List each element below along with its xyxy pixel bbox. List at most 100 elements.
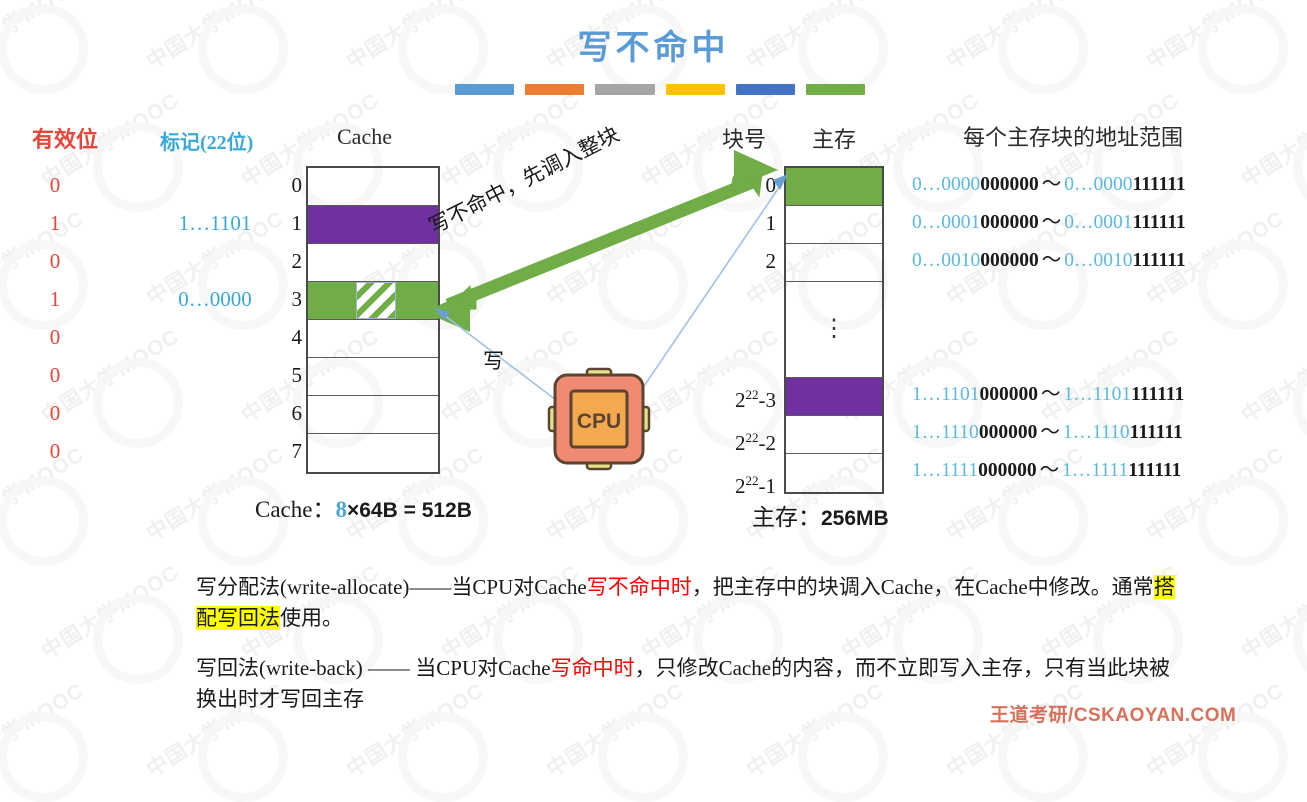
- memory-block-5: [786, 416, 882, 454]
- cache-block-5: [308, 358, 438, 396]
- watermark-ring: [198, 712, 288, 802]
- tag-value-0: [140, 166, 290, 204]
- cache-caption-label: Cache：: [255, 497, 336, 522]
- memory-block-3: ⋮: [786, 282, 882, 378]
- cache-block-0: [308, 168, 438, 206]
- header-cache: Cache: [337, 124, 392, 149]
- valid-bit-7: 0: [49, 439, 61, 463]
- memory-block-1: [786, 206, 882, 244]
- color-bar-segment-4: [665, 84, 725, 95]
- tag-value-6: [140, 394, 290, 432]
- tag-value-1: 1…1101: [178, 211, 252, 235]
- watermark-ring: [93, 594, 183, 684]
- memory-block-label-1: 1: [765, 211, 777, 235]
- cache-caption-rest: ×64B = 512B: [346, 499, 472, 522]
- cache-index-0: 0: [291, 173, 303, 197]
- memory-block-label-0: 0: [765, 173, 777, 197]
- address-range-1: 0…0001000000～0…0001111111: [912, 212, 1186, 233]
- label-write-miss-fetch-block: 写不命中，先调入整块: [425, 121, 624, 239]
- color-bar-segment-2: [525, 84, 585, 95]
- cache-block-2: [308, 244, 438, 282]
- cache-index-6: 6: [291, 401, 303, 425]
- tag-value-2: [140, 242, 290, 280]
- watermark-ring: [1293, 594, 1307, 684]
- label-write: 写: [483, 349, 504, 373]
- tag-value-3: 0…0000: [178, 287, 252, 311]
- main-memory-table: ⋮: [784, 166, 884, 494]
- tag-value-4: [140, 318, 290, 356]
- valid-bit-6: 0: [49, 401, 61, 425]
- paragraph-write-allocate: 写分配法(write-allocate)——当CPU对Cache写不命中时，把主…: [196, 572, 1186, 634]
- memory-caption-label: 主存：: [752, 505, 821, 530]
- cache-caption: Cache：8×64B = 512B: [255, 490, 472, 524]
- cache-index-5: 5: [291, 363, 303, 387]
- tag-column: 1…1101 0…0000: [140, 166, 290, 470]
- watermark-ring: [398, 712, 488, 802]
- color-bar-segment-6: [805, 84, 866, 95]
- cache-modified-word-marker: [356, 282, 396, 319]
- tag-value-5: [140, 356, 290, 394]
- p2-red: 写命中时: [550, 656, 635, 680]
- memory-block-label-6: 222-1: [735, 473, 776, 498]
- cache-index-1: 1: [291, 211, 303, 235]
- address-range-column: 0…0000000000～0…0000111111 0…0001000000～0……: [912, 166, 1302, 490]
- address-range-0: 0…0000000000～0…0000111111: [912, 174, 1186, 195]
- cache-index-3: 3: [291, 287, 303, 311]
- watermark-text: 中国大学MOOC: [0, 678, 89, 782]
- watermark-text: 中国大学MOOC: [37, 560, 184, 664]
- address-range-2: 0…0010000000～0…0010111111: [912, 250, 1186, 271]
- watermark-text: 中国大学MOOC: [542, 206, 689, 310]
- cpu-icon: CPU: [547, 367, 651, 471]
- watermark-ring: [598, 712, 688, 802]
- header-tag: 标记(22位): [160, 132, 254, 154]
- memory-block-label-2: 2: [765, 249, 777, 273]
- watermark-ring: [598, 240, 688, 330]
- valid-bit-4: 0: [49, 325, 61, 349]
- address-range-3: 1…1101000000～1…1101111111: [912, 384, 1185, 405]
- watermark-ring: [598, 476, 688, 566]
- p1-red: 写不命中时: [586, 575, 692, 599]
- memory-block-label-4: 222-3: [735, 387, 776, 412]
- memory-block-6: [786, 454, 882, 492]
- watermark-ring: [0, 712, 88, 802]
- cache-block-3: [308, 282, 438, 320]
- cache-index-2: 2: [291, 249, 303, 273]
- watermark-text: 中国大学MOOC: [1237, 560, 1307, 664]
- cache-block-4: [308, 320, 438, 358]
- header-address-range: 每个主存块的地址范围: [963, 125, 1184, 150]
- cache-block-6: [308, 396, 438, 434]
- header-valid-bit: 有效位: [32, 127, 99, 152]
- brand-watermark: 王道考研/CSKAOYAN.COM: [990, 705, 1237, 726]
- valid-bit-1: 1: [49, 211, 61, 235]
- watermark-ring: [0, 476, 88, 566]
- valid-bit-2: 0: [49, 249, 61, 273]
- watermark-ring: [798, 712, 888, 802]
- cache-index-4: 4: [291, 325, 303, 349]
- valid-bit-5: 0: [49, 363, 61, 387]
- address-range-4: 1…1110000000～1…1110111111: [912, 422, 1183, 443]
- p1-seg3: 使用。: [280, 606, 343, 630]
- cpu-label: CPU: [577, 410, 621, 433]
- valid-bit-0: 0: [49, 173, 61, 197]
- memory-ellipsis: ⋮: [822, 315, 846, 342]
- address-range-spacer: [912, 280, 1302, 376]
- cache-caption-count: 8: [335, 497, 347, 522]
- tag-value-7: [140, 432, 290, 470]
- cache-block-1: [308, 206, 438, 244]
- color-bar-segment-3: [595, 84, 655, 95]
- page-title: 写不命中: [577, 29, 730, 67]
- cache-index-7: 7: [291, 439, 303, 463]
- memory-block-label-3: [700, 280, 776, 376]
- cache-block-7: [308, 434, 438, 472]
- color-bar-segment-1: [455, 84, 515, 95]
- address-range-5: 1…1111000000～1…1111111111: [912, 460, 1182, 481]
- color-bar-segment-5: [735, 84, 795, 95]
- cache-index-column: 0 1 2 3 4 5 6 7: [278, 166, 303, 470]
- header-block-number: 块号: [722, 127, 767, 152]
- memory-block-2: [786, 244, 882, 282]
- p2-seg1: 写回法(write-back) —— 当CPU对Cache: [196, 656, 551, 680]
- p1-seg1: 写分配法(write-allocate)——当CPU对Cache: [196, 575, 587, 599]
- main-memory-caption: 主存：256MB: [752, 498, 889, 532]
